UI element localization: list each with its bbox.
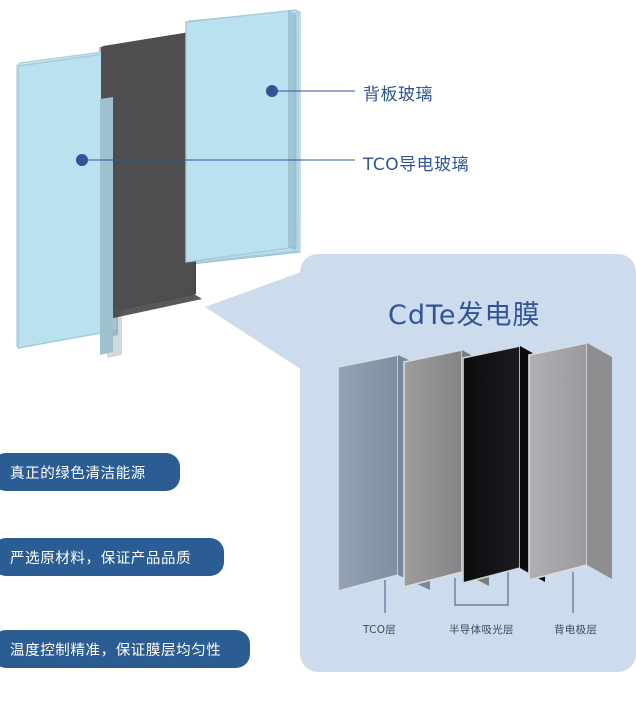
inset-layer-tco: [337, 354, 399, 593]
glass-sheet-front: [17, 51, 118, 349]
callout-dot-back-glass: [266, 85, 278, 97]
inset-layer-back-electrode: [528, 342, 588, 582]
front-sheet-side-strip: [100, 97, 113, 355]
feature-pill-raw-material: 严选原材料，保证产品品质: [0, 538, 224, 576]
feature-pill-clean-energy: 真正的绿色清洁能源: [0, 453, 180, 491]
inset-layer-back-electrode-side: [587, 343, 612, 579]
glass-sheet-back: [185, 9, 297, 263]
callout-label-tco-glass: TCO导电玻璃: [363, 155, 470, 175]
glass-sheet-back-edge: [288, 10, 296, 251]
feature-pill-temperature-control: 温度控制精准，保证膜层均匀性: [0, 630, 250, 668]
inset-title: CdTe发电膜: [388, 300, 541, 331]
inset-layer-stack: [337, 342, 612, 593]
leader-semi: [454, 572, 509, 606]
callout-leaders: [76, 85, 355, 166]
inset-layer-label-semiconductor: 半导体吸光层: [449, 624, 514, 636]
callout-label-back-glass: 背板玻璃: [363, 85, 433, 105]
inset-layer-label-back-electrode: 背电极层: [554, 624, 598, 636]
inset-layer-label-tco: TCO层: [363, 624, 397, 636]
main-assembly-final: [17, 9, 297, 358]
inset-layer-semi-a: [403, 349, 463, 589]
inset-layer-leaders: [384, 572, 574, 613]
absorber-bottom-edge: [101, 294, 202, 319]
glass-sheet-absorber: [101, 32, 194, 313]
inset-layer-semi-b: [462, 345, 521, 585]
callout-dot-tco-glass: [76, 154, 88, 166]
